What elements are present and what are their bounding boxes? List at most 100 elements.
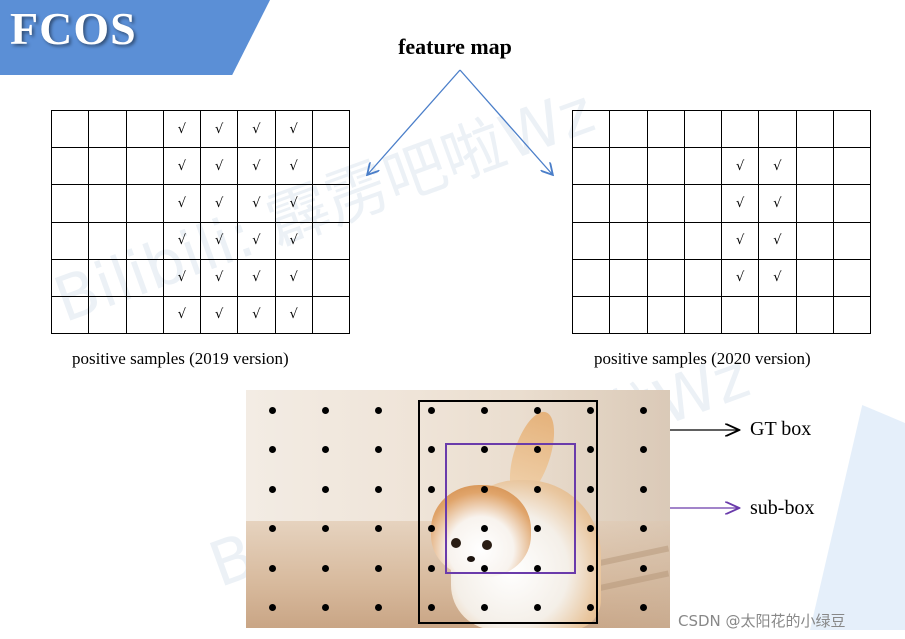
check-mark-icon: √ (735, 195, 745, 211)
feature-point-dot (268, 446, 276, 453)
feature-map-title: feature map (398, 34, 512, 59)
feature-point-dot (639, 485, 647, 493)
grid-cell: √ (275, 148, 313, 186)
grid-cell (833, 222, 871, 260)
feature-point-dot (639, 564, 647, 572)
check-mark-icon: √ (214, 233, 224, 249)
cat-nose (467, 556, 475, 562)
check-mark-icon: √ (252, 121, 261, 137)
check-mark-icon: √ (177, 195, 187, 211)
caption-2020: positive samples (2020 version) (594, 349, 811, 368)
feature-point-dot (374, 485, 382, 493)
grid-cell (722, 111, 760, 149)
check-mark-icon: √ (214, 195, 224, 211)
grid-cell (573, 111, 611, 149)
grid-cell (52, 148, 90, 186)
grid-cell: √ (722, 259, 760, 297)
grid-cell (89, 259, 127, 297)
grid-cell (89, 222, 127, 260)
feature-point-dot (374, 564, 382, 572)
grid-cell (312, 296, 350, 334)
feature-point-dot (321, 564, 329, 572)
grid-cell (52, 185, 90, 223)
grid-cell (573, 222, 611, 260)
grid-cell (684, 185, 722, 223)
feature-point-dot (427, 564, 435, 572)
grid-cell (126, 185, 164, 223)
grid-cell (610, 222, 648, 260)
grid-cell: √ (201, 185, 239, 223)
arrow-to-2020 (459, 69, 552, 174)
check-mark-icon: √ (177, 307, 187, 323)
grid-cell: √ (201, 259, 239, 297)
check-mark-icon: √ (252, 158, 261, 174)
check-mark-icon: √ (252, 195, 261, 211)
feature-point-dot (533, 485, 541, 493)
check-mark-icon: √ (177, 270, 187, 286)
feature-point-dot (480, 604, 488, 611)
feature-point-dot (427, 525, 435, 532)
grid-cell: √ (201, 296, 239, 334)
feature-point-dot (586, 564, 594, 572)
grid-cell (126, 111, 164, 149)
feature-point-dot (321, 446, 329, 453)
check-mark-icon: √ (214, 307, 224, 323)
grid-cell (647, 148, 685, 186)
grid-cell (647, 296, 685, 334)
grid-cell (89, 296, 127, 334)
grid-cell: √ (238, 148, 276, 186)
grid-cell: √ (163, 296, 201, 334)
check-mark-icon: √ (289, 307, 298, 323)
cat-eye (451, 538, 461, 548)
grid-cell: √ (163, 259, 201, 297)
feature-point-dot (533, 604, 541, 611)
gt-box-label: GT box (750, 418, 812, 440)
title-banner (0, 0, 270, 75)
feature-point-dot (586, 446, 594, 453)
grid-cell: √ (722, 148, 760, 186)
feature-point-dot (427, 446, 435, 453)
grid-cell: √ (201, 222, 239, 260)
grid-cell: √ (238, 222, 276, 260)
grid-cell: √ (722, 222, 760, 260)
grid-cell (684, 111, 722, 149)
feature-point-dot (374, 446, 382, 453)
grid-cell (52, 259, 90, 297)
feature-point-dot (268, 564, 276, 572)
cat-image (246, 390, 670, 628)
grid-cell (573, 259, 611, 297)
grid-cell (89, 111, 127, 149)
grid-cell (759, 111, 797, 149)
feature-point-dot (533, 446, 541, 453)
check-mark-icon: √ (177, 121, 187, 137)
feature-point-dot (268, 604, 276, 611)
feature-point-dot (586, 406, 594, 414)
feature-point-dot (374, 406, 382, 414)
credit-text: CSDN @太阳花的小绿豆 (678, 612, 846, 630)
grid-cell (610, 296, 648, 334)
feature-point-dot (586, 525, 594, 532)
feature-point-dot (639, 525, 647, 532)
grid-cell (647, 111, 685, 149)
grid-cell: √ (201, 111, 239, 149)
grid-cell (833, 148, 871, 186)
check-mark-icon: √ (735, 233, 745, 249)
check-mark-icon: √ (773, 233, 782, 249)
feature-point-dot (321, 406, 329, 414)
grid-cell: √ (275, 296, 313, 334)
check-mark-icon: √ (214, 158, 224, 174)
sub-box (445, 443, 576, 574)
check-mark-icon: √ (214, 270, 224, 286)
grid-cell (610, 148, 648, 186)
grid-cell: √ (238, 259, 276, 297)
feature-point-dot (480, 406, 488, 414)
grid-cell (312, 259, 350, 297)
grid-2019: √√√√√√√√√√√√√√√√√√√√√√√√ (51, 110, 350, 334)
feature-point-dot (533, 564, 541, 572)
grid-cell: √ (163, 222, 201, 260)
grid-cell (684, 222, 722, 260)
grid-cell (126, 222, 164, 260)
grid-cell (573, 185, 611, 223)
grid-cell (312, 185, 350, 223)
check-mark-icon: √ (214, 121, 224, 137)
